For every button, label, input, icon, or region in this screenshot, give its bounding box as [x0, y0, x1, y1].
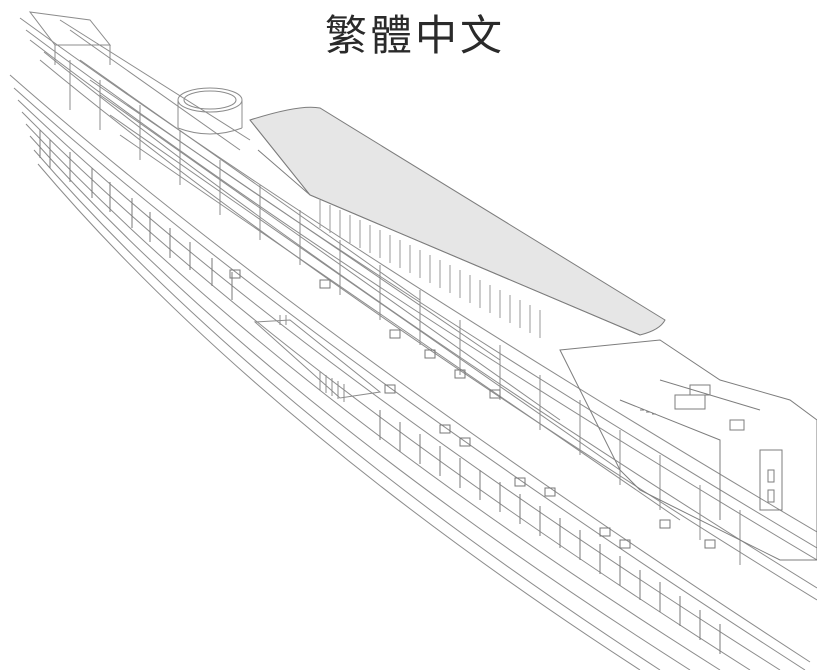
language-switch-link[interactable]: 繁體中文	[324, 10, 505, 60]
